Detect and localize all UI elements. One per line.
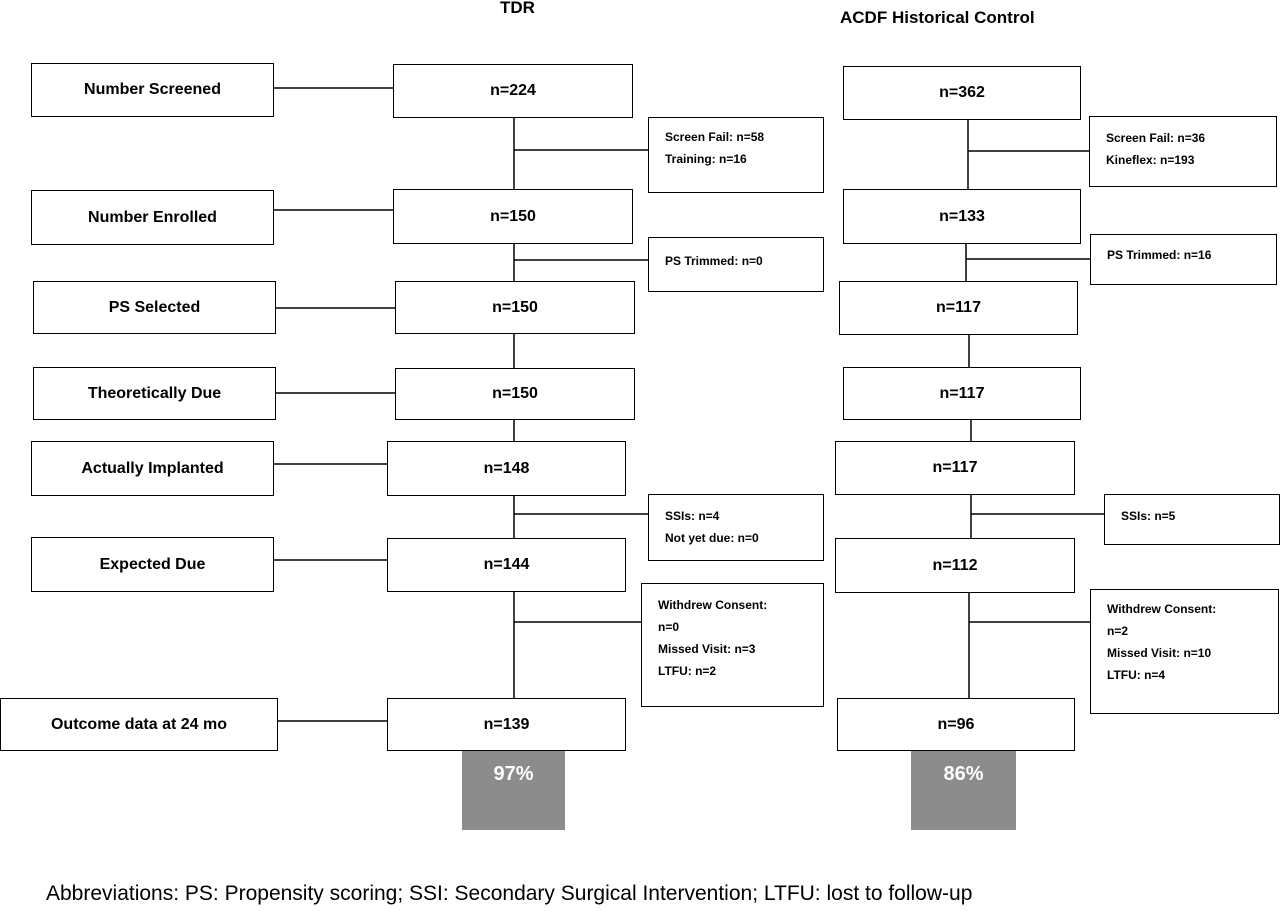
acdf-percent-block: 86%	[911, 751, 1016, 830]
tdr-expected-due-box: n=144	[387, 538, 626, 592]
tdr-implant-exclusions: SSIs: n=4 Not yet due: n=0	[648, 494, 824, 561]
tdr-percent-block: 97%	[462, 751, 565, 830]
tdr-theoretically-due-box: n=150	[395, 368, 635, 420]
tdr-due-exclusions: Withdrew Consent: n=0 Missed Visit: n=3 …	[641, 583, 824, 707]
acdf-kineflex-text: Kineflex: n=193	[1106, 153, 1195, 167]
tdr-screen-exclusions: Screen Fail: n=58 Training: n=16	[648, 117, 824, 193]
tdr-outcome-box: n=139	[387, 698, 626, 751]
acdf-screened-box: n=362	[843, 66, 1081, 120]
tdr-implanted-box: n=148	[387, 441, 626, 496]
acdf-theoretically-due-box: n=117	[843, 367, 1081, 420]
label-theoretically-due: Theoretically Due	[33, 367, 276, 420]
tdr-screen-fail-text: Screen Fail: n=58	[665, 130, 765, 144]
acdf-enrolled-box: n=133	[843, 189, 1081, 244]
tdr-training-text: Training: n=16	[665, 152, 747, 166]
tdr-missed-visit-text: Missed Visit: n=3	[658, 642, 756, 656]
acdf-ps-selected-box: n=117	[839, 281, 1078, 335]
label-actually-implanted: Actually Implanted	[31, 441, 274, 496]
acdf-ltfu-text: LTFU: n=4	[1107, 668, 1166, 682]
tdr-ssis-text: SSIs: n=4	[665, 509, 720, 523]
acdf-ssis-text: SSIs: n=5	[1121, 509, 1176, 523]
acdf-implant-exclusions: SSIs: n=5	[1104, 494, 1280, 545]
tdr-withdrew-count-text: n=0	[658, 620, 680, 634]
tdr-enrolled-box: n=150	[393, 189, 633, 244]
acdf-withdrew-consent-text: Withdrew Consent:	[1107, 602, 1217, 616]
tdr-screened-box: n=224	[393, 64, 633, 118]
acdf-ps-trimmed: PS Trimmed: n=16	[1090, 234, 1277, 285]
acdf-ps-trimmed-text: PS Trimmed: n=16	[1107, 248, 1212, 262]
label-number-enrolled: Number Enrolled	[31, 190, 274, 245]
abbreviations-footnote: Abbreviations: PS: Propensity scoring; S…	[46, 882, 973, 905]
acdf-expected-due-box: n=112	[835, 538, 1075, 593]
acdf-screen-fail-text: Screen Fail: n=36	[1106, 131, 1206, 145]
label-number-screened: Number Screened	[31, 63, 274, 117]
tdr-ps-selected-box: n=150	[395, 281, 635, 334]
label-ps-selected: PS Selected	[33, 281, 276, 334]
acdf-outcome-box: n=96	[837, 698, 1075, 751]
tdr-ps-trimmed-text: PS Trimmed: n=0	[665, 254, 763, 268]
acdf-header: ACDF Historical Control	[840, 8, 1035, 27]
label-outcome-24mo: Outcome data at 24 mo	[0, 698, 278, 751]
acdf-screen-exclusions: Screen Fail: n=36 Kineflex: n=193	[1089, 116, 1277, 187]
label-expected-due: Expected Due	[31, 537, 274, 592]
tdr-header: TDR	[500, 0, 535, 17]
tdr-ps-trimmed: PS Trimmed: n=0	[648, 237, 824, 292]
tdr-withdrew-consent-text: Withdrew Consent:	[658, 598, 768, 612]
acdf-missed-visit-text: Missed Visit: n=10	[1107, 646, 1212, 660]
acdf-implanted-box: n=117	[835, 441, 1075, 495]
acdf-due-exclusions: Withdrew Consent: n=2 Missed Visit: n=10…	[1090, 589, 1279, 714]
tdr-not-yet-due-text: Not yet due: n=0	[665, 531, 759, 545]
acdf-withdrew-count-text: n=2	[1107, 624, 1129, 638]
tdr-ltfu-text: LTFU: n=2	[658, 664, 717, 678]
